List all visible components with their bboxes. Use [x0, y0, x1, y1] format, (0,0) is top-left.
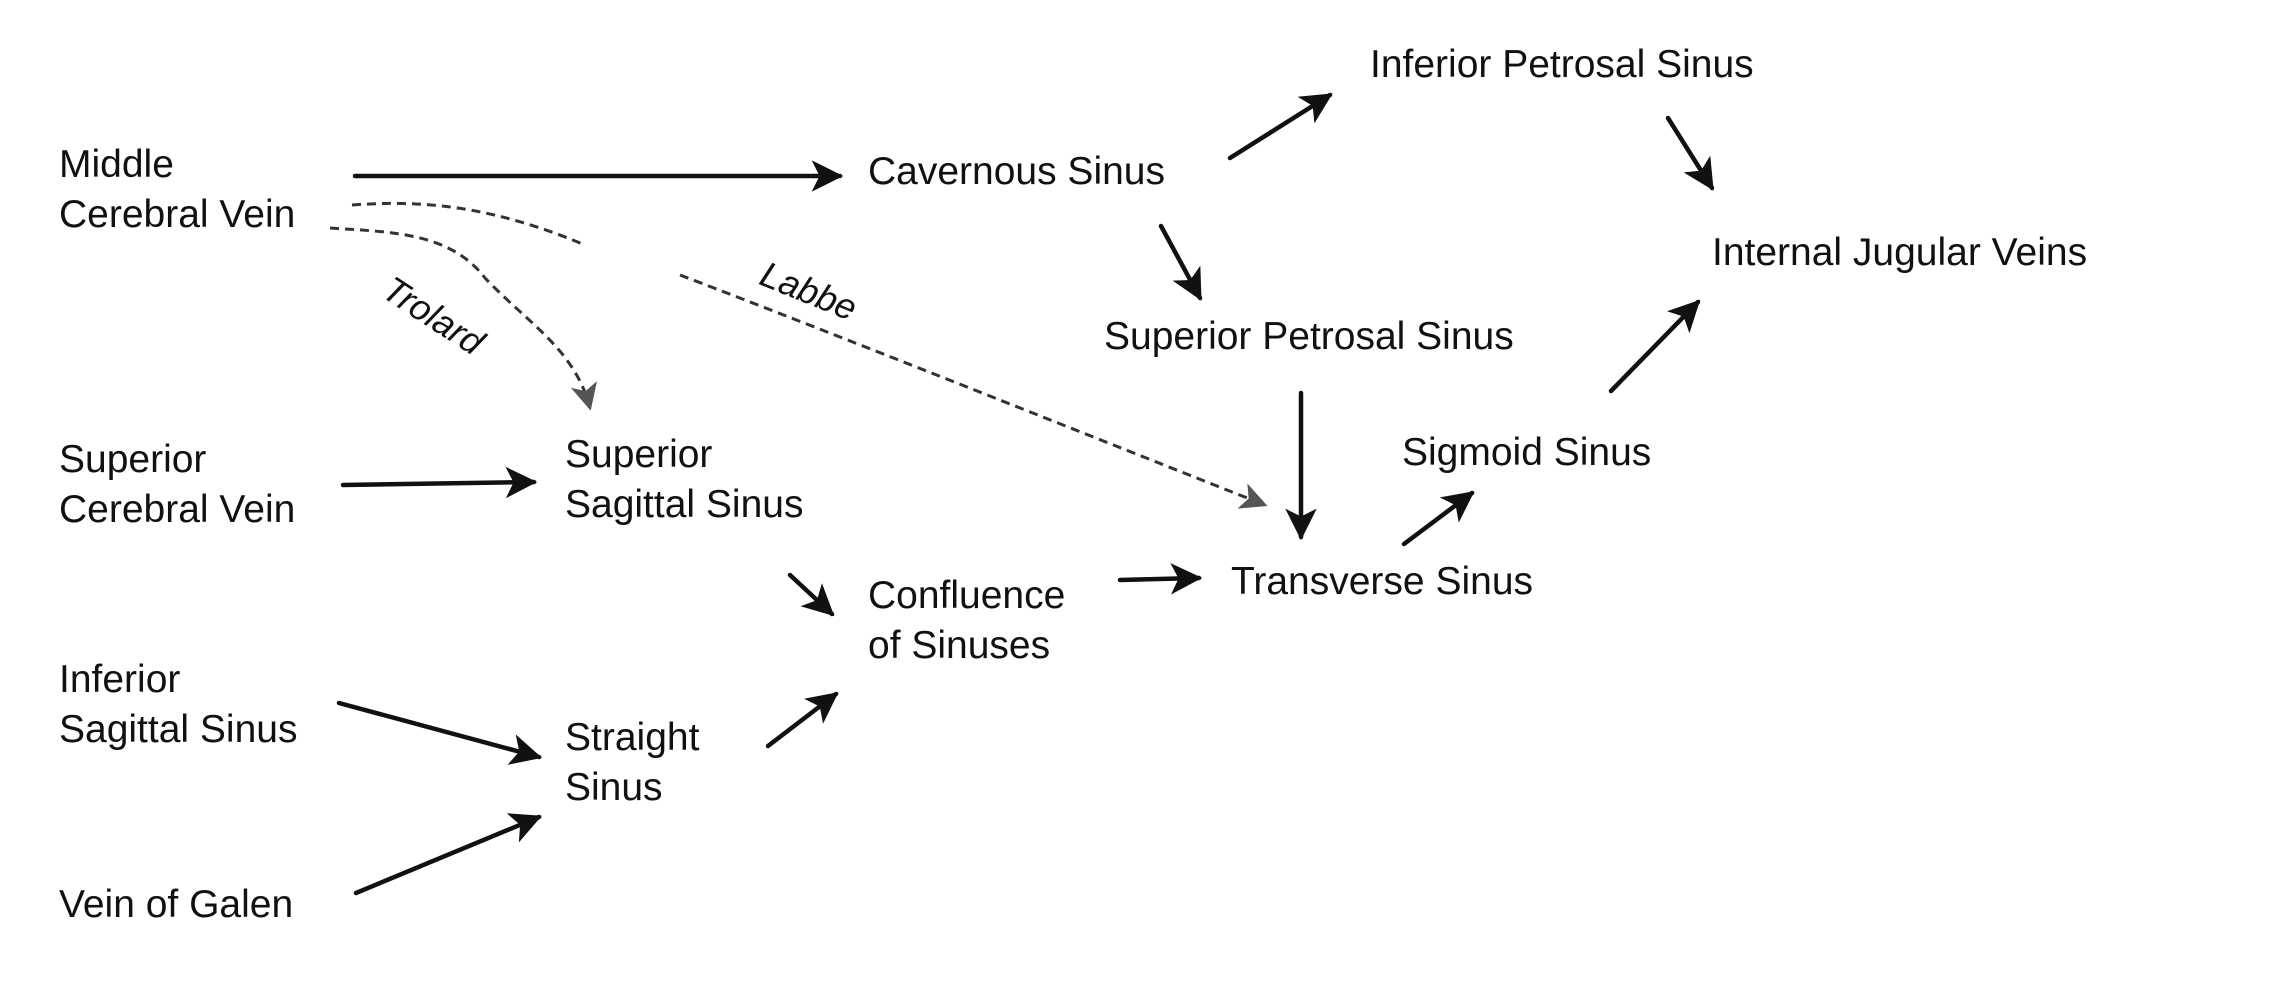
edge-inferior-petrosal-to-internal-jugular	[1665, 115, 1715, 191]
node-middle-cerebral-vein: Middle Cerebral Vein	[59, 143, 296, 236]
node-cavernous-sinus: Cavernous Sinus	[868, 150, 1165, 193]
node-vein-of-galen: Vein of Galen	[59, 883, 294, 926]
edge-confluence-to-transverse	[1117, 562, 1203, 595]
edge-superior-sagittal-to-confluence	[787, 572, 835, 617]
node-sigmoid-sinus: Sigmoid Sinus	[1402, 431, 1652, 474]
edge-transverse-to-sigmoid	[1401, 490, 1475, 547]
node-inferior-sagittal-sinus: Inferior Sagittal Sinus	[59, 658, 298, 751]
node-transverse-sinus: Transverse Sinus	[1231, 560, 1534, 603]
edge-trolard	[329, 226, 597, 411]
edge-cavernous-to-superior-petrosal	[1158, 223, 1203, 301]
edge-inferior-sagittal-to-straight	[336, 700, 543, 765]
node-superior-sagittal-sinus: Superior Sagittal Sinus	[565, 433, 804, 526]
edge-labbe	[679, 273, 1268, 509]
edge-cavernous-to-inferior-petrosal	[1227, 92, 1333, 161]
edge-straight-to-confluence	[765, 691, 839, 749]
node-straight-sinus: Straight Sinus	[565, 716, 700, 809]
edge-sigmoid-to-internal-jugular	[1608, 299, 1701, 394]
node-superior-petrosal-sinus: Superior Petrosal Sinus	[1104, 315, 1514, 358]
node-inferior-petrosal-sinus: Inferior Petrosal Sinus	[1370, 43, 1754, 86]
node-superior-cerebral-vein: Superior Cerebral Vein	[59, 438, 296, 531]
edge-superior-cerebral-to-superior-sagittal	[340, 466, 538, 499]
edge-labbe-upper	[351, 201, 586, 247]
node-internal-jugular-veins: Internal Jugular Veins	[1712, 231, 2088, 274]
edge-vein-galen-to-straight	[353, 813, 542, 896]
node-confluence-of-sinuses: Confluence of Sinuses	[868, 574, 1066, 667]
